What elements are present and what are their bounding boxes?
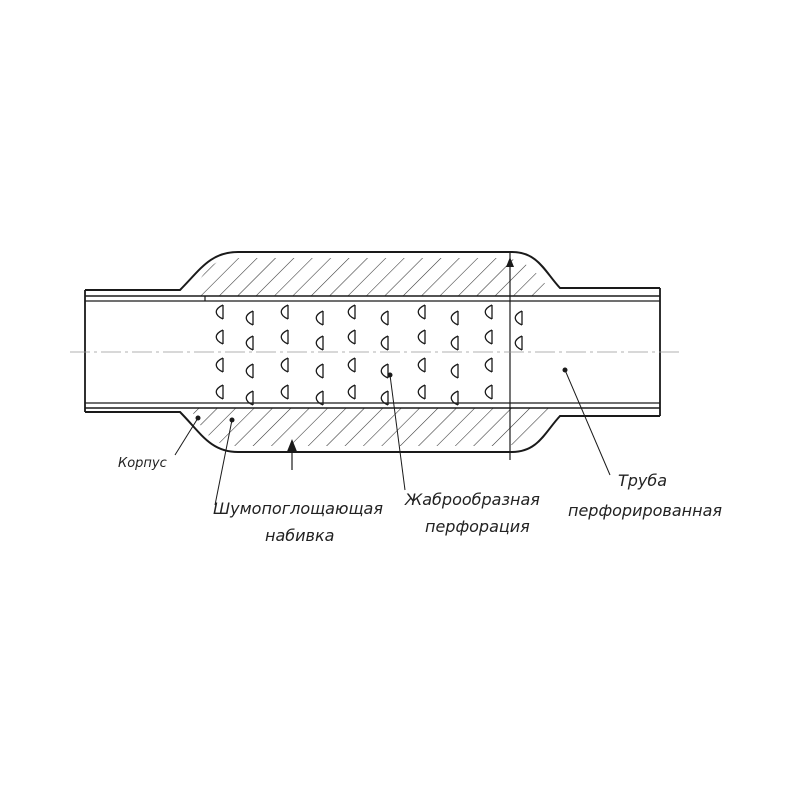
gill-perforation	[215, 329, 224, 345]
packing-top-section	[190, 258, 550, 296]
gill-perforation	[484, 329, 493, 345]
label-perforation-line1: Жаброобразная	[404, 490, 540, 509]
gill-perforation	[380, 310, 389, 326]
leader-perforation	[389, 374, 406, 491]
label-pipe-line2: перфорированная	[568, 501, 722, 520]
packing-bottom-section	[190, 408, 550, 446]
gill-perforation	[514, 310, 523, 326]
gill-perforation	[347, 357, 356, 373]
gill-perforation	[417, 329, 426, 345]
gill-perforation	[450, 335, 459, 351]
gill-perforation	[245, 390, 254, 406]
leader-housing-dot	[195, 415, 201, 421]
gill-perforation	[484, 384, 493, 400]
label-housing: Корпус	[118, 456, 167, 471]
gill-perforation	[280, 357, 289, 373]
leader-pipe	[564, 369, 611, 476]
leader-pipe-dot	[562, 367, 568, 373]
gill-perforation	[315, 363, 324, 379]
leader-perforation-dot	[387, 372, 393, 378]
gill-perforation	[347, 304, 356, 320]
gill-perforation	[450, 363, 459, 379]
gill-perforation	[315, 310, 324, 326]
gill-perforation	[245, 335, 254, 351]
gill-perforation	[215, 304, 224, 320]
leader-packing	[214, 419, 233, 506]
gill-perforation	[347, 329, 356, 345]
gill-perforation	[245, 310, 254, 326]
gill-perforation	[484, 304, 493, 320]
gill-perforation	[450, 310, 459, 326]
gill-perforation	[380, 390, 389, 406]
gill-perforation	[215, 357, 224, 373]
gill-perforation	[417, 304, 426, 320]
gill-perforation	[315, 390, 324, 406]
gill-perforation	[280, 304, 289, 320]
gill-perforation	[280, 329, 289, 345]
gill-perforation	[484, 357, 493, 373]
gill-perforation	[215, 384, 224, 400]
label-perforation-line2: перфорация	[425, 517, 530, 536]
gill-perforation	[245, 363, 254, 379]
leader-packing-dot	[229, 417, 235, 423]
gill-perforation	[347, 384, 356, 400]
housing-outline-top	[85, 251, 660, 291]
gill-perforation	[514, 335, 523, 351]
gill-perforation	[417, 357, 426, 373]
label-pipe-line1: Труба	[618, 471, 667, 490]
gill-perforation	[280, 384, 289, 400]
label-packing-line2: набивка	[265, 526, 334, 545]
gill-perforation	[380, 363, 389, 379]
leader-housing	[174, 417, 199, 456]
gill-perforation	[315, 335, 324, 351]
gill-perforation	[417, 384, 426, 400]
gill-perforation	[380, 335, 389, 351]
label-packing-line1: Шумопоглощающая	[213, 499, 383, 518]
gill-perforation	[450, 390, 459, 406]
gill-perforations	[215, 304, 523, 406]
